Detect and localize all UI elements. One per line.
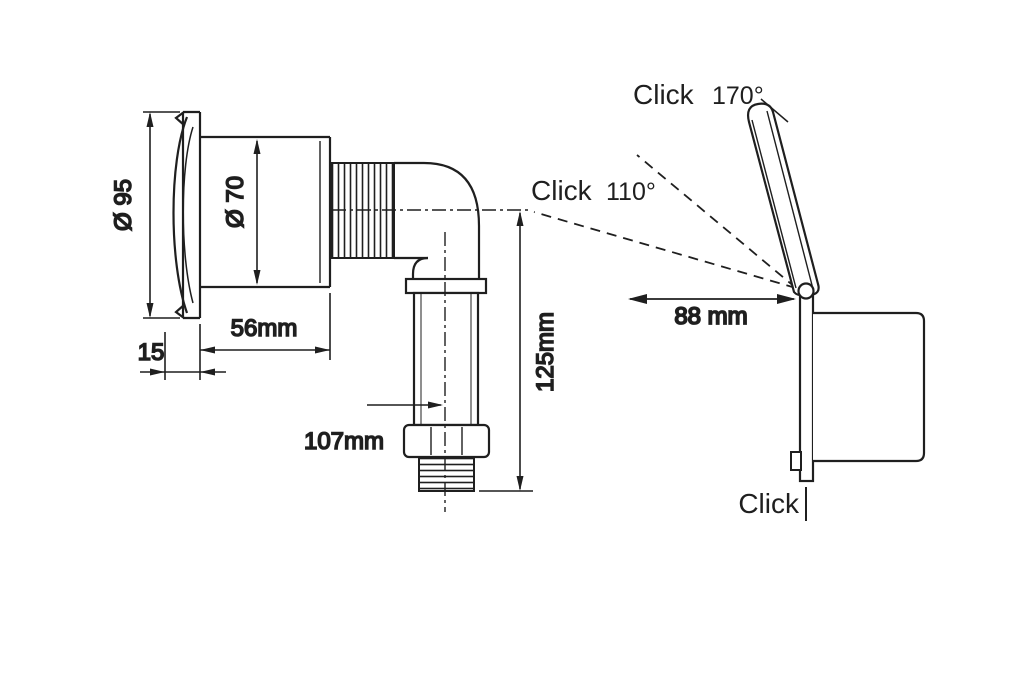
dim-height-label: 125mm (532, 312, 559, 392)
dim-protrusion-arrows (628, 294, 796, 304)
leader-line-170 (760, 98, 789, 123)
dim-flange-depth-label: 15 (138, 339, 165, 366)
flange-outline (172, 110, 202, 320)
dim-reach-arrow (428, 401, 443, 409)
dim-outer-diameter: Ø 95 (109, 111, 180, 319)
elbow-outline (394, 161, 481, 279)
side-view (172, 110, 532, 512)
lid-view-labels: Click 170° Click 110° Click (531, 79, 800, 519)
dim-flange-depth: 15 (137, 332, 226, 380)
collar-flange (404, 277, 488, 295)
lid-outline (746, 102, 820, 297)
dim-reach-label: 107mm (304, 428, 384, 455)
dim-body-width: 56mm (199, 293, 331, 380)
rim-clip-top (174, 111, 185, 126)
click-open-angle: 170° (712, 82, 764, 110)
rim-clip-bottom (174, 304, 185, 319)
dim-inner-diameter-arrows (253, 139, 261, 285)
thread-section-vertical (418, 456, 475, 492)
dim-body-width-label: 56mm (231, 315, 298, 342)
dim-outer-diameter-arrows (146, 112, 154, 318)
dim-reach: 107mm (303, 401, 443, 456)
dim-protrusion-label: 88 mm (674, 303, 747, 330)
dim-height-arrows (516, 211, 524, 491)
position-line-upper (636, 154, 797, 289)
dimensions-left: Ø 95 Ø 70 56mm (109, 111, 560, 492)
lid-inner-line-right (766, 110, 814, 290)
dim-flange-depth-arrows (150, 368, 215, 376)
dim-height: 125mm (479, 211, 560, 492)
hinge-pivot (797, 282, 815, 300)
dim-protrusion: 88 mm (628, 294, 796, 331)
bezel-curve-outer (172, 116, 189, 314)
click-mid-label: Click (531, 175, 593, 206)
click-mid-angle: 110° (606, 178, 656, 206)
body-outline (200, 135, 332, 289)
pipe-body (412, 291, 480, 427)
click-open-label: Click (633, 79, 695, 110)
lid-inner-line-left (751, 119, 797, 289)
latch-tab (790, 451, 802, 471)
hex-nut (402, 423, 491, 459)
dim-outer-diameter-label: Ø 95 (110, 179, 137, 231)
dim-inner-diameter-label: Ø 70 (222, 176, 249, 228)
dim-inner-diameter: Ø 70 (221, 139, 261, 285)
housing-box (813, 311, 926, 463)
position-line-110 (533, 211, 797, 289)
click-closed-label: Click (738, 488, 800, 519)
lid-view: 88 mm (533, 98, 926, 521)
dim-body-width-arrows (200, 346, 330, 354)
bezel-curve-inner (182, 126, 194, 304)
